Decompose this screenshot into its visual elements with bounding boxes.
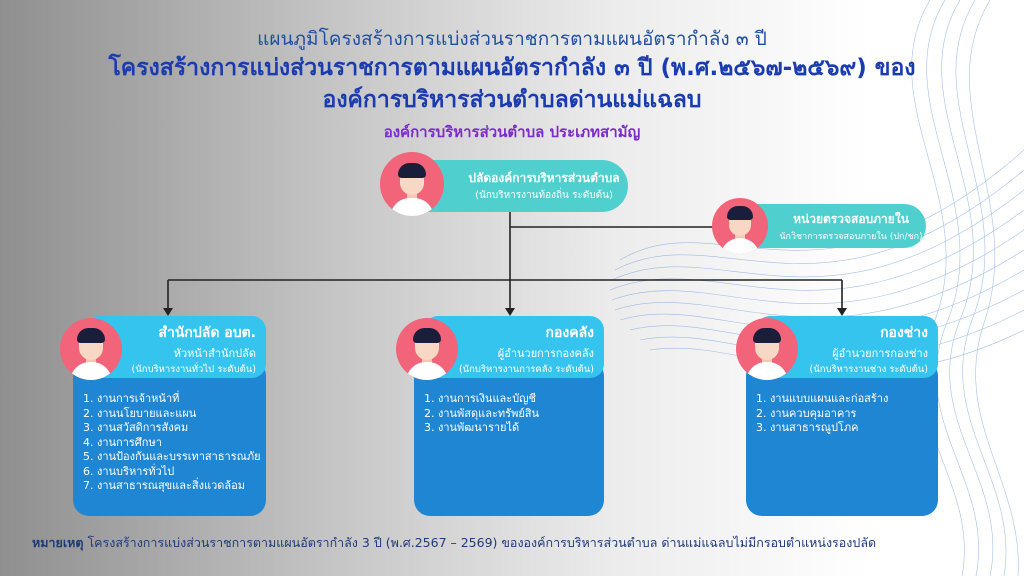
list-item: 7. งานสาธารณสุขและสิ่งแวดล้อม [83,479,246,492]
division-name: กองคลัง [545,325,594,341]
division-rank: (นักบริหารงานการคลัง ระดับต้น) [458,364,594,375]
division-card-finance: 1. งานการเงินและบัญชี 2. งานพัสดุและทรัพ… [414,360,604,516]
task-list: 1. งานการเจ้าหน้าที่ 2. งานนโยบายและแผน … [83,392,263,494]
footnote: หมายเหตุ โครงสร้างการแบ่งส่วนราชการตามแผ… [32,533,876,553]
list-item: 1. งานแบบแผนและก่อสร้าง [756,392,889,405]
list-item: 3. งานสาธารณูปโภค [756,421,859,434]
list-item: 3. งานสวัสดิการสังคม [83,421,189,434]
list-item: 5. งานป้องกันและบรรเทาสาธารณภัย [83,450,261,463]
list-item: 1. งานการเงินและบัญชี [424,392,537,405]
list-item: 2. งานควบคุมอาคาร [756,406,857,420]
task-list: 1. งานการเงินและบัญชี 2. งานพัสดุและทรัพ… [424,392,600,436]
chart-title-line1: แผนภูมิโครงสร้างการแบ่งส่วนราชการตามแผนอ… [257,28,767,50]
list-item: 4. งานการศึกษา [83,435,162,449]
division-name: สำนักปลัด อบต. [158,325,256,341]
person-avatar-icon [60,318,122,380]
chart-title-line3: องค์การบริหารส่วนตำบลด่านแม่แฉลบ [322,87,702,113]
division-name: กองช่าง [880,325,928,341]
task-list: 1. งานแบบแผนและก่อสร้าง 2. งานควบคุมอาคา… [756,392,934,436]
audit-unit-title: หน่วยตรวจสอบภายใน [793,212,909,226]
top-position-rank: (นักบริหารงานท้องถิ่น ระดับต้น) [475,190,613,201]
person-avatar-icon [396,318,458,380]
division-head: ผู้อำนวยการกองช่าง [832,347,928,360]
person-avatar-icon [736,318,798,380]
chart-title-line2: โครงสร้างการแบ่งส่วนราชการตามแผนอัตรากำล… [108,55,916,81]
audit-unit-rank: นักวิชาการตรวจสอบภายใน (ปก/ชก) [779,232,923,242]
org-type-subtitle: องค์การบริหารส่วนตำบล ประเภทสามัญ [383,123,641,141]
division-head: หัวหน้าสำนักปลัด [173,347,256,360]
list-item: 3. งานพัฒนารายได้ [424,421,520,434]
person-avatar-icon [380,152,444,216]
division-head: ผู้อำนวยการกองคลัง [497,347,594,360]
person-avatar-icon [712,198,768,254]
top-position-title: ปลัดองค์การบริหารส่วนตำบล [468,171,620,185]
division-card-engineering: 1. งานแบบแผนและก่อสร้าง 2. งานควบคุมอาคา… [746,360,938,516]
footnote-text: โครงสร้างการแบ่งส่วนราชการตามแผนอัตรากำล… [87,535,877,550]
list-item: 2. งานนโยบายและแผน [83,406,197,420]
list-item: 2. งานพัสดุและทรัพย์สิน [424,406,539,420]
list-item: 6. งานบริหารทั่วไป [83,464,175,478]
list-item: 1. งานการเจ้าหน้าที่ [83,392,180,405]
division-rank: (นักบริหารงานทั่วไป ระดับต้น) [131,364,256,375]
division-card-office: 1. งานการเจ้าหน้าที่ 2. งานนโยบายและแผน … [73,360,266,516]
footnote-label: หมายเหตุ [32,535,84,550]
division-rank: (นักบริหารงานช่าง ระดับต้น) [809,364,928,375]
